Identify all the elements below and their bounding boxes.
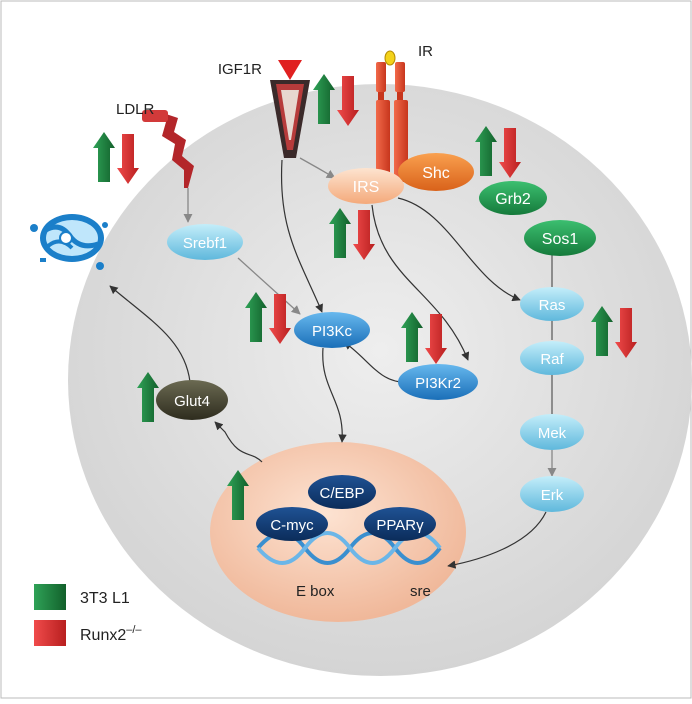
node-cebp: C/EBP: [308, 475, 376, 509]
pparg-label: PPARγ: [376, 517, 424, 534]
node-raf: Raf: [520, 341, 584, 375]
node-srebf1: Srebf1: [167, 224, 243, 260]
glut4-label: Glut4: [174, 393, 210, 410]
node-pparg: PPARγ: [364, 507, 436, 541]
ras-label: Ras: [539, 297, 566, 314]
glucose-transporter-icon: [30, 214, 108, 270]
irs-label: IRS: [353, 179, 380, 196]
ldlr-receptor: [142, 110, 194, 188]
ras-up-arrow: [591, 306, 613, 356]
pi3kr2-label: PI3Kr2: [415, 375, 461, 392]
srebf1-up-arrow: [245, 292, 267, 342]
ir-down-arrow: [499, 128, 521, 178]
node-pi3kc: PI3Kc: [294, 312, 370, 348]
ebox-label: E box: [296, 583, 335, 600]
cmyc-label: C-myc: [270, 517, 314, 534]
irs-down-arrow: [353, 210, 375, 260]
node-irs: IRS: [328, 168, 404, 204]
erk-label: Erk: [541, 487, 564, 504]
sre-label: sre: [410, 583, 431, 600]
node-cmyc: C-myc: [256, 507, 328, 541]
ras-down-arrow: [615, 308, 637, 358]
cebp-label: C/EBP: [319, 485, 364, 502]
pi3kc-label: PI3Kc: [312, 323, 353, 340]
shc-label: Shc: [422, 165, 450, 182]
grb2-label: Grb2: [495, 191, 531, 208]
legend-label-3t3l1: 3T3 L1: [80, 590, 130, 607]
node-sos1: Sos1: [524, 220, 596, 256]
regulation-arrows: [93, 74, 637, 520]
node-grb2: Grb2: [479, 181, 547, 215]
raf-label: Raf: [540, 351, 564, 368]
connections: [109, 157, 557, 569]
node-pi3kr2: PI3Kr2: [398, 364, 478, 400]
legend-swatch-3t3l1: [34, 584, 66, 610]
ldlr-up-arrow: [93, 132, 115, 182]
ldlr-label: LDLR: [116, 101, 155, 118]
glut4-up-arrow: [137, 372, 159, 422]
legend-runx2-superscript: –/–: [126, 624, 142, 636]
ir-label: IR: [418, 43, 433, 60]
node-glut4: Glut4: [156, 380, 228, 420]
node-ras: Ras: [520, 287, 584, 321]
nucleus: [210, 442, 466, 622]
legend-swatch-runx2: [34, 620, 66, 646]
igf1r-label: IGF1R: [218, 61, 262, 78]
sos1-label: Sos1: [542, 231, 579, 248]
ldlr-down-arrow: [117, 134, 139, 184]
irs-up-arrow: [329, 208, 351, 258]
igf1r-receptor: [270, 60, 310, 158]
ir-up-arrow: [475, 126, 497, 176]
mek-label: Mek: [538, 425, 567, 442]
node-shc: Shc: [398, 153, 474, 191]
ir-receptor: [376, 50, 408, 182]
legend: 3T3 L1 Runx2–/–: [34, 584, 142, 646]
node-mek: Mek: [520, 414, 584, 450]
srebf1-down-arrow: [269, 294, 291, 344]
igf1r-up-arrow: [313, 74, 335, 124]
pi3kr2-up-arrow: [401, 312, 423, 362]
nucleus-up-arrow: [227, 470, 249, 520]
igf1r-down-arrow: [337, 76, 359, 126]
pi3kr2-down-arrow: [425, 314, 447, 364]
legend-runx2-text: Runx2: [80, 627, 126, 644]
legend-label-runx2: Runx2–/–: [80, 624, 142, 644]
node-erk: Erk: [520, 476, 584, 512]
srebf1-label: Srebf1: [183, 235, 227, 252]
